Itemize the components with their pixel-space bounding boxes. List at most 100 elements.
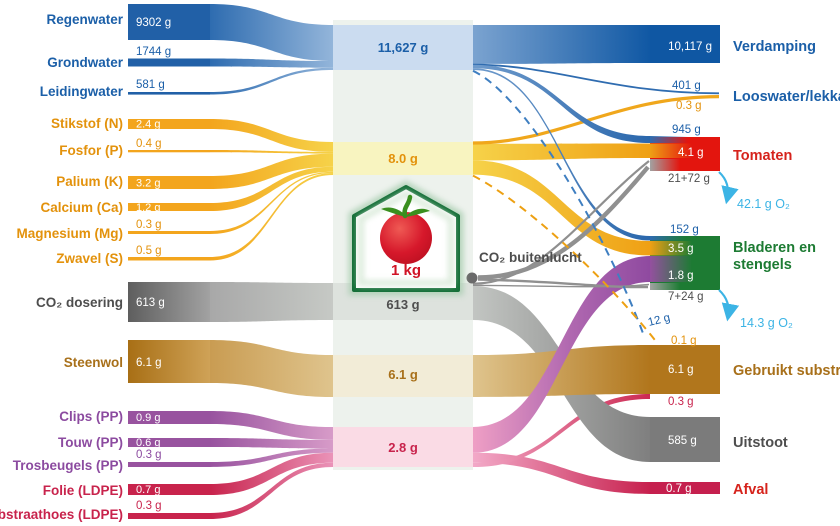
flow-stikstof: [210, 119, 333, 152]
node-calcium: [128, 203, 210, 211]
value-clips: 0.9 g: [136, 412, 160, 424]
co2-outside-dot: [466, 272, 478, 284]
node-grondwater: [128, 58, 210, 67]
strip-water-tint: [333, 25, 473, 70]
label-clips: Clips (PP): [59, 409, 123, 424]
bleed-nutrients-tomaten: [650, 143, 692, 158]
node-palium: [128, 176, 210, 189]
value-tomaten-co2: 21+72 g: [668, 173, 710, 185]
label-magnesium: Magnesium (Mg): [17, 226, 124, 241]
flow-clips: [210, 411, 333, 440]
value-folie: 0.7 g: [136, 484, 160, 496]
node-gebruikt-substraat: [650, 345, 720, 394]
flow-leidingwater: [210, 67, 333, 95]
labels-right: Verdamping Looswater/lekkage Tomaten 42.…: [733, 39, 840, 498]
label-verdamping: Verdamping: [733, 39, 816, 55]
flow-water-to-looswater: [472, 63, 720, 95]
label-bladeren-line2: stengels: [733, 257, 792, 273]
values-middle: 11,627 g 8.0 g 613 g 6.1 g 2.8 g 1 kg: [378, 40, 429, 455]
value-afval: 0.7 g: [666, 483, 692, 495]
label-trosbeugels: Trosbeugels (PP): [13, 458, 123, 473]
flow-co2-dosering: [210, 282, 333, 322]
flow-steenwol: [210, 340, 333, 397]
value-tomaten-nutrients: 4.1 g: [678, 147, 704, 159]
label-co2-buitenlucht: CO₂ buitenlucht: [479, 250, 582, 265]
label-tomaten: Tomaten: [733, 148, 792, 164]
flow-nutrients-to-substraat-dashed: [472, 174, 659, 345]
value-substraat-plastics: 0.3 g: [668, 396, 694, 408]
flow-calcium: [210, 166, 333, 211]
value-steenwol: 6.1 g: [136, 357, 162, 369]
node-stikstof: [128, 119, 210, 129]
value-bladeren-co2: 7+24 g: [668, 291, 704, 303]
flow-fosfor: [210, 150, 333, 154]
value-zwavel: 0.5 g: [136, 245, 162, 257]
value-palium: 3.2 g: [136, 178, 160, 190]
strip-plastics-tint: [333, 427, 473, 467]
greenhouse-icon: [348, 180, 464, 296]
flows-right: [472, 25, 720, 494]
flow-nutrients-to-looswater: [472, 95, 720, 145]
value-co2-total: 613 g: [386, 297, 419, 312]
node-fosfor: [128, 150, 210, 153]
label-stikstof: Stikstof (N): [51, 116, 123, 131]
tomato-icon: [380, 212, 432, 264]
node-steenwol: [128, 340, 210, 383]
strip-substrate-tint: [333, 355, 473, 397]
node-co2-dosering: [128, 282, 210, 322]
left-node-bars: [128, 4, 210, 519]
value-substraat-substrate: 6.1 g: [668, 364, 694, 376]
label-bladeren-line1: Bladeren en: [733, 240, 816, 256]
value-bladeren-plastics: 1.8 g: [668, 270, 694, 282]
value-looswater-nutrients: 0.3 g: [676, 100, 702, 112]
bleed-plastics-bladeren: [650, 256, 692, 282]
value-verdamping: 10,117 g: [668, 41, 712, 53]
label-bladeren-o2: 14.3 g O₂: [740, 316, 793, 330]
tomato-stem: [402, 194, 413, 219]
flow-co2dosering-to-bladeren: [472, 283, 650, 288]
label-touw: Touw (PP): [58, 435, 123, 450]
label-uitstoot: Uitstoot: [733, 435, 788, 451]
flow-water-to-tomaten: [473, 64, 650, 143]
flow-palium: [210, 153, 333, 189]
label-palium: Palium (K): [56, 174, 123, 189]
o2-arrow-bladeren: [718, 289, 740, 322]
value-stikstof: 2.4 g: [136, 119, 160, 131]
value-trosbeugels: 0.3 g: [136, 449, 162, 461]
greenhouse-inner-glow: [358, 190, 454, 286]
label-zwavel: Zwavel (S): [56, 251, 123, 266]
tomato-leaf-left: [381, 207, 406, 217]
value-calcium: 1.2 g: [136, 202, 160, 214]
flow-substraathoes-to-substraat: [473, 394, 650, 467]
value-co2-dosering: 613 g: [136, 297, 165, 309]
node-substraathoes: [128, 513, 210, 519]
flow-regenwater: [210, 4, 333, 61]
node-leidingwater: [128, 92, 210, 95]
value-uitstoot: 585 g: [668, 435, 697, 447]
flow-folie-to-afval: [473, 452, 650, 494]
value-bladeren-nutrients: 3.5 g: [668, 243, 694, 255]
value-substraat-nutrients: 0.1 g: [671, 335, 697, 347]
node-trosbeugels: [128, 462, 210, 467]
o2-arrow-tomaten: [718, 171, 739, 205]
flow-water-to-verdamping: [473, 25, 650, 64]
node-afval: [650, 482, 720, 494]
label-calcium: Calcium (Ca): [40, 200, 123, 215]
value-substraathoes: 0.3 g: [136, 500, 162, 512]
flows-left: [210, 4, 333, 519]
flow-grondwater: [210, 58, 333, 68]
value-water-total: 11,627 g: [378, 40, 429, 55]
bleed-water-bladeren: [650, 236, 686, 241]
flow-trosbeugels: [210, 448, 333, 467]
values-right: 10,117 g 401 g 0.3 g 945 g 4.1 g 21+72 g…: [647, 41, 712, 495]
thin-flows: [466, 69, 740, 345]
value-substrate-total: 6.1 g: [388, 367, 418, 382]
bleed-water-tomaten: [650, 136, 688, 143]
flow-folie: [210, 452, 333, 495]
flow-magnesium: [210, 171, 333, 234]
value-fosfor: 0.4 g: [136, 138, 162, 150]
node-clips: [128, 411, 210, 424]
value-substraat-water: 12 g: [647, 312, 672, 329]
value-leidingwater: 581 g: [136, 79, 165, 91]
